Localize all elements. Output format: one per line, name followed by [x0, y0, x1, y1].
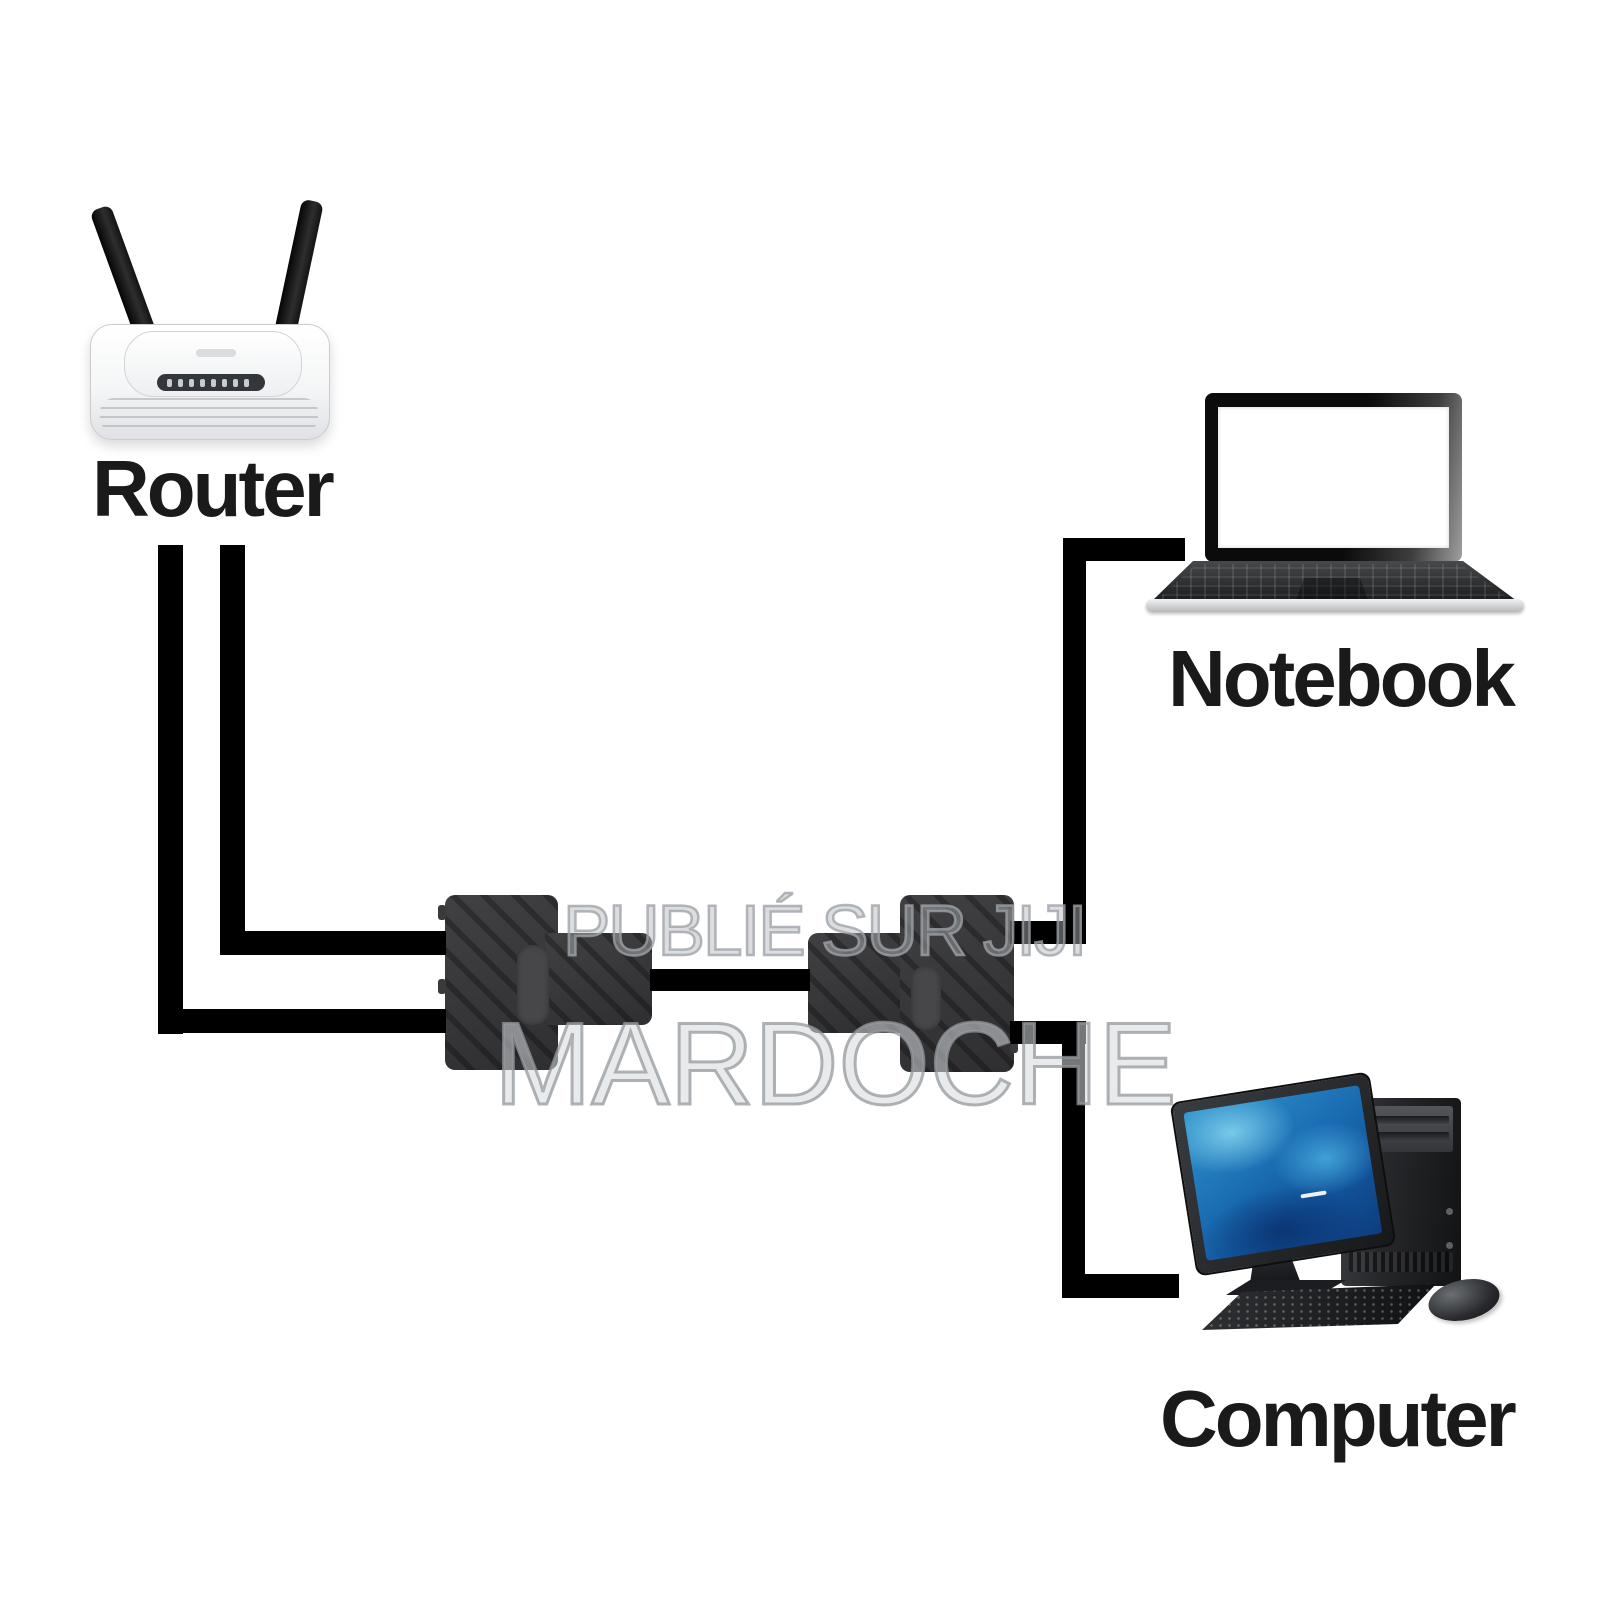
cable-splitter-to-splitter — [650, 969, 810, 991]
router-ridges — [100, 398, 318, 432]
computer-tower-slot — [1353, 1132, 1449, 1142]
splitter-left-latch — [517, 945, 549, 1025]
splitter-right-latch — [911, 966, 941, 1030]
notebook-trackpad — [1296, 578, 1368, 600]
splitter-right-nub — [1010, 1038, 1018, 1053]
notebook-label: Notebook — [1168, 634, 1516, 723]
computer-tower-button — [1446, 1242, 1453, 1249]
cable-notebook-vertical — [1063, 538, 1086, 944]
router-led — [244, 378, 249, 387]
cable-router-outer-horizontal — [158, 1009, 446, 1033]
cable-router-inner-horizontal — [220, 931, 446, 955]
splitter-right-arm — [808, 933, 908, 1033]
watermark-line1: PUBLIÉ SUR JIJI — [562, 892, 1089, 971]
router-antenna-left-icon — [89, 204, 157, 339]
cable-router-outer-vertical — [158, 545, 183, 1034]
router-led — [167, 378, 172, 387]
splitter-left-nub-bottom — [438, 979, 446, 994]
router-led-strip — [157, 374, 265, 391]
router-led — [211, 378, 216, 387]
router-label: Router — [92, 444, 335, 533]
router-brand-mark — [196, 349, 236, 357]
splitter-left-nub-top — [438, 905, 446, 920]
computer-tower-button — [1446, 1208, 1453, 1215]
computer-monitor-screen — [1183, 1085, 1383, 1262]
watermark-line2: MARDOCHE — [493, 998, 1179, 1129]
cable-notebook-horizontal — [1063, 538, 1185, 561]
splitter-left-arm — [545, 933, 652, 1025]
notebook-base — [1152, 561, 1517, 601]
notebook-bottom-edge — [1146, 599, 1524, 612]
router-led — [189, 378, 194, 387]
computer-screen-logo — [1300, 1190, 1327, 1199]
cable-computer-horizontal — [1062, 1274, 1179, 1298]
router-led — [233, 378, 238, 387]
computer-tower-slot — [1353, 1116, 1449, 1124]
cable-computer-vertical — [1062, 1021, 1085, 1298]
router-led — [222, 378, 227, 387]
notebook-screen — [1218, 407, 1449, 548]
router-led — [178, 378, 183, 387]
router-top-panel — [124, 331, 302, 397]
splitter-left-body — [445, 895, 558, 1070]
computer-monitor — [1169, 1071, 1397, 1277]
router-led — [200, 378, 205, 387]
computer-tower-vent — [1349, 1252, 1453, 1272]
cable-router-inner-vertical — [220, 545, 245, 955]
computer-label: Computer — [1160, 1374, 1517, 1463]
notebook-keyboard — [1158, 564, 1510, 599]
router-antenna-right-icon — [274, 198, 324, 336]
